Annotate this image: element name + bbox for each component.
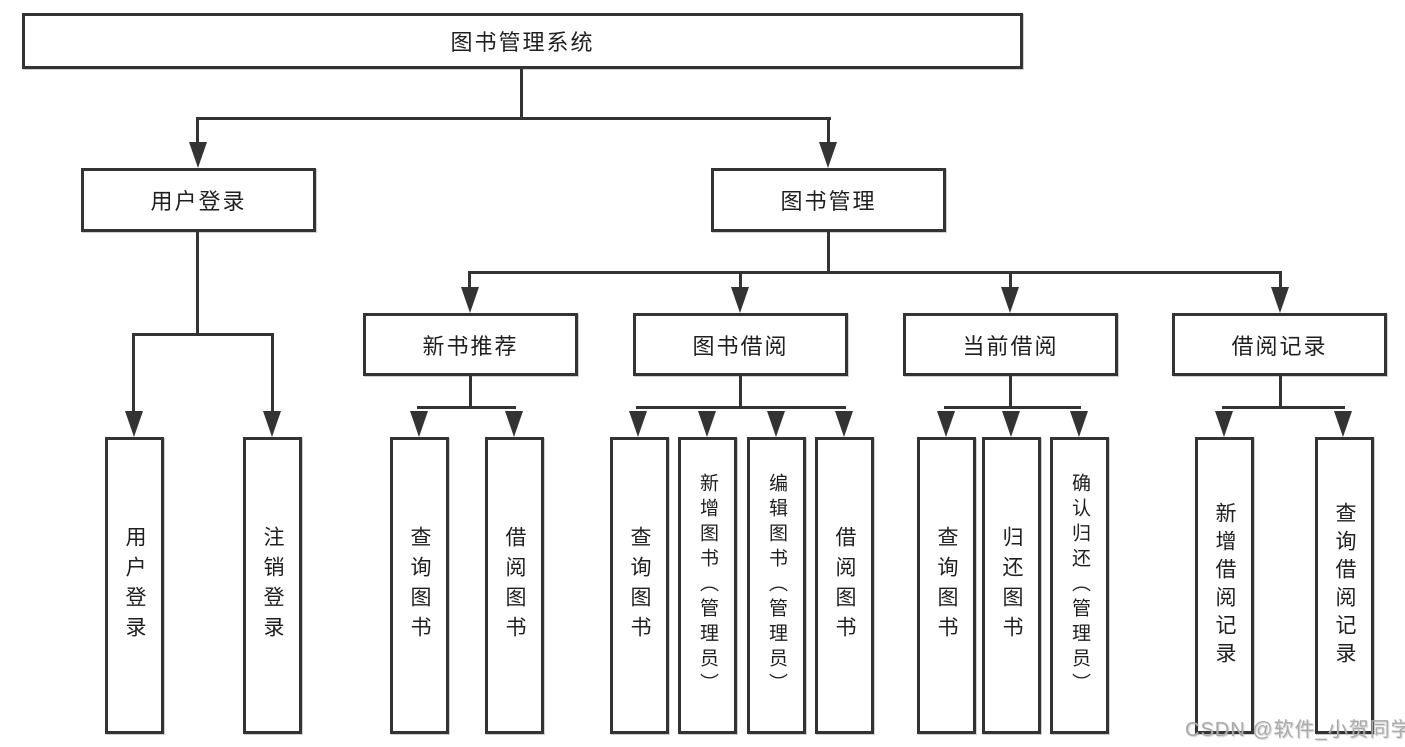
arrow-down-icon — [1001, 287, 1019, 313]
leaf-add-books-admin: 新增图书（管理员） — [678, 437, 737, 734]
arrow-down-icon — [767, 411, 785, 437]
arrow-down-icon — [189, 142, 207, 168]
connector-borrow-hbar — [636, 406, 846, 409]
leaf-logout: 注销登录 — [243, 437, 302, 734]
leaf-current-query-books: 查询图书 — [917, 437, 976, 734]
connector-recommend-stem — [469, 376, 472, 409]
arrow-down-icon — [410, 411, 428, 437]
connector-records-hbar — [1222, 406, 1345, 409]
connector-records-stem — [1279, 376, 1282, 409]
arrow-down-icon — [731, 287, 749, 313]
connector-current-hbar — [944, 406, 1081, 409]
leaf-borrow-books: 借阅图书 — [815, 437, 874, 734]
arrow-down-icon — [937, 411, 955, 437]
leaf-logout-label: 注销登录 — [261, 525, 284, 646]
leaf-borrow-query-books: 查询图书 — [610, 437, 669, 734]
leaf-recommend-query-books-label: 查询图书 — [408, 525, 431, 646]
node-user-login: 用户登录 — [81, 168, 316, 232]
leaf-confirm-return-admin-label: 确认归还（管理员） — [1069, 473, 1090, 698]
node-new-book-recommend: 新书推荐 — [363, 313, 578, 376]
connector-l3-drop — [739, 271, 742, 291]
connector-user-login-hbar — [132, 333, 274, 336]
leaf-edit-books-admin: 编辑图书（管理员） — [747, 437, 806, 734]
arrow-down-icon — [125, 411, 143, 437]
leaf-add-books-admin-label: 新增图书（管理员） — [697, 473, 718, 698]
leaf-confirm-return-admin: 确认归还（管理员） — [1050, 437, 1109, 734]
leaf-user-login: 用户登录 — [105, 437, 164, 734]
leaf-add-borrow-record: 新增借阅记录 — [1195, 437, 1254, 734]
arrow-down-icon — [835, 411, 853, 437]
arrow-down-icon — [461, 287, 479, 313]
node-root-label: 图书管理系统 — [450, 30, 595, 55]
leaf-recommend-borrow-books-label: 借阅图书 — [503, 525, 526, 646]
node-user-login-label: 用户登录 — [150, 189, 247, 214]
node-current-borrow: 当前借阅 — [903, 313, 1118, 376]
leaf-query-borrow-record: 查询借阅记录 — [1315, 437, 1374, 734]
leaf-borrow-query-books-label: 查询图书 — [628, 525, 651, 646]
leaf-current-query-books-label: 查询图书 — [935, 525, 958, 646]
arrow-down-icon — [263, 411, 281, 437]
connector-user-login-stem — [196, 232, 199, 336]
arrow-down-icon — [505, 411, 523, 437]
connector-root-hbar — [196, 117, 831, 120]
connector-leaf-drop — [271, 333, 274, 413]
leaf-recommend-query-books: 查询图书 — [390, 437, 449, 734]
leaf-recommend-borrow-books: 借阅图书 — [485, 437, 544, 734]
connector-leaf-drop — [132, 333, 135, 413]
node-book-borrow: 图书借阅 — [633, 313, 848, 376]
arrow-down-icon — [1070, 411, 1088, 437]
connector-book-mgmt-stem — [827, 232, 830, 274]
leaf-return-books: 归还图书 — [982, 437, 1041, 734]
node-borrow-records-label: 借阅记录 — [1231, 333, 1328, 359]
connector-l3-drop — [1279, 271, 1282, 291]
arrow-down-icon — [1215, 411, 1233, 437]
arrow-down-icon — [1271, 287, 1289, 313]
arrow-down-icon — [819, 142, 837, 168]
connector-root-stem — [520, 69, 523, 118]
leaf-edit-books-admin-label: 编辑图书（管理员） — [766, 473, 787, 698]
csdn-watermark: CSDN @软件_小贺同学 — [1185, 719, 1405, 741]
connector-book-mgmt-hbar — [468, 271, 1282, 274]
connector-recommend-hbar — [417, 406, 516, 409]
connector-current-stem — [1009, 376, 1012, 409]
connector-user-login-drop — [196, 117, 199, 147]
node-root: 图书管理系统 — [22, 13, 1023, 69]
node-new-book-recommend-label: 新书推荐 — [422, 333, 519, 359]
arrow-down-icon — [698, 411, 716, 437]
node-book-management: 图书管理 — [711, 168, 946, 232]
node-book-management-label: 图书管理 — [780, 189, 877, 214]
node-book-borrow-label: 图书借阅 — [692, 333, 789, 359]
leaf-query-borrow-record-label: 查询借阅记录 — [1333, 501, 1356, 670]
leaf-add-borrow-record-label: 新增借阅记录 — [1213, 501, 1236, 670]
leaf-user-login-label: 用户登录 — [123, 525, 146, 646]
connector-l3-drop — [1009, 271, 1012, 291]
arrow-down-icon — [629, 411, 647, 437]
connector-book-mgmt-drop — [827, 117, 830, 147]
leaf-return-books-label: 归还图书 — [1000, 525, 1023, 646]
node-borrow-records: 借阅记录 — [1172, 313, 1387, 376]
arrow-down-icon — [1334, 411, 1352, 437]
leaf-borrow-books-label: 借阅图书 — [833, 525, 856, 646]
arrow-down-icon — [1002, 411, 1020, 437]
connector-borrow-stem — [739, 376, 742, 409]
node-current-borrow-label: 当前借阅 — [962, 333, 1059, 359]
connector-l3-drop — [468, 271, 471, 291]
